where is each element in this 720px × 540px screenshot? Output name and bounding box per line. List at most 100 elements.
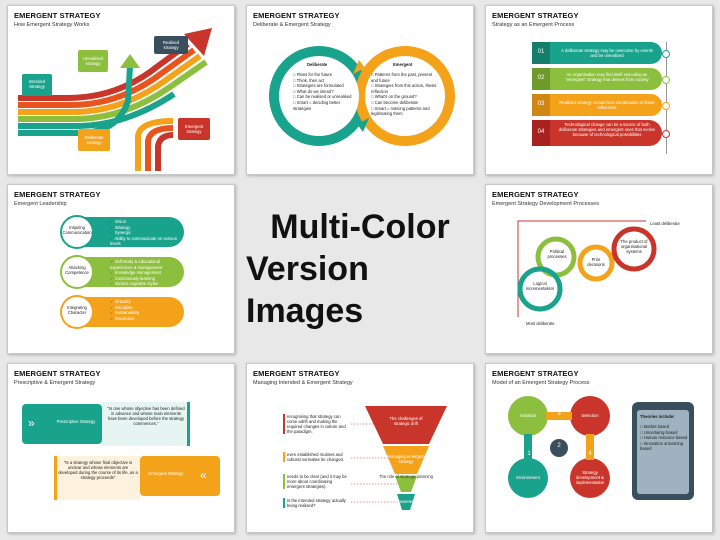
theories-title: Theories include: (640, 414, 675, 419)
list-item: Knowledge management (110, 270, 180, 276)
slide-title: EMERGENT STRATEGY (253, 11, 340, 20)
emergent-list: Patterns from the past, present and futu… (371, 72, 437, 117)
list-item: Virtuality (110, 299, 180, 305)
slide-title: EMERGENT STRATEGY (14, 190, 101, 199)
note-3: needs to be clear (and it may be more ab… (283, 474, 349, 489)
slide-managing-strategy[interactable]: EMERGENT STRATEGY Managing Intended & Em… (246, 363, 474, 533)
realised-strategy-box (154, 36, 188, 54)
political-processes-label: Political processes (547, 249, 567, 259)
slide-title: EMERGENT STRATEGY (14, 369, 101, 378)
emergent-quote-box (54, 456, 140, 500)
node-number-3: 3 (557, 411, 561, 417)
intended-strategy-box (22, 74, 52, 96)
leadership-label-3: Integrating Character (67, 305, 87, 315)
theories-panel-inner (637, 410, 689, 494)
list-item: Smart = deciding better strategies (293, 100, 355, 111)
slide-subtitle: Emergent Strategy Development Processes (492, 201, 599, 207)
list-item: Revolution (110, 316, 180, 322)
step-number-4: 04 (537, 129, 545, 135)
prescriptive-label: Prescriptive Strategy (56, 419, 96, 424)
leadership-label-2: Attacking Competence (65, 265, 89, 275)
node-label-selection: Selection (581, 413, 599, 418)
slide-how-emergent-strategy-works[interactable]: EMERGENT STRATEGY How Emergent Strategy … (7, 5, 235, 175)
slide-title: EMERGENT STRATEGY (492, 190, 579, 199)
list-item: Strategy (110, 225, 180, 231)
unrealised-strategy-label: Unrealised strategy (82, 56, 104, 66)
process-rings-diagram (517, 220, 657, 317)
timeline-dot-2 (662, 76, 670, 84)
list-item: What do we intend? (293, 89, 355, 95)
node-number-2: 2 (557, 443, 561, 449)
slide-title: EMERGENT STRATEGY (14, 11, 101, 20)
prescriptive-ribbon (22, 404, 102, 444)
step-row-1 (532, 42, 662, 64)
leadership-circle-2 (60, 255, 94, 289)
list-item: What's on the ground? (371, 94, 437, 100)
timeline-dot-4 (662, 130, 670, 138)
deliberate-strategy-label: Deliberate strategy (84, 135, 104, 145)
step-row-3 (532, 94, 662, 116)
list-item: Strategies from this action, thesis refl… (371, 83, 437, 94)
prior-decisions-label: Prior decisions (587, 257, 605, 267)
process-timeline-line (666, 42, 667, 154)
list-item: Self-study & educational experiences & m… (110, 259, 180, 270)
list-item: Discipline (110, 305, 180, 311)
process-cycle-diagram (508, 396, 610, 498)
list-item: Innovation & learning based (640, 441, 688, 452)
step-number-2: 02 (537, 75, 545, 81)
slide-emergent-model[interactable]: EMERGENT STRATEGY Model of an Emergent S… (485, 363, 713, 533)
intended-strategy-label: Intended Strategy (28, 79, 46, 89)
interlocking-circles (269, 46, 455, 146)
list-item: Sustainability (110, 310, 180, 316)
list-item: Can become deliberate (371, 100, 437, 106)
emergent-strategy-label: Emergent strategy (184, 124, 204, 134)
list-item: Patterns from the past, present and futu… (371, 72, 437, 83)
leadership-list-1: Vision Strategy Synergic Ability to comm… (110, 219, 180, 247)
slide-prescriptive-emergent[interactable]: EMERGENT STRATEGY Prescriptive & Emergen… (7, 363, 235, 533)
slide-title: EMERGENT STRATEGY (492, 11, 579, 20)
deliberate-heading: Deliberate (307, 62, 328, 67)
emergent-chevron-icon: « (200, 468, 207, 482)
step-row-4 (532, 120, 662, 146)
list-item: Think, then act (293, 78, 355, 84)
timeline-dot-1 (662, 50, 670, 58)
list-item: Continuously learning (110, 276, 180, 282)
slide-subtitle: Strategy as an Emergent Process (492, 22, 575, 28)
leadership-list-2: Self-study & educational experiences & m… (110, 259, 180, 287)
step-text-1: A deliberate strategy may be overcome by… (561, 48, 653, 58)
emergent-label: Emergent Strategy (148, 471, 184, 476)
node-label-environment: Environment (516, 475, 540, 480)
list-item: Strategies are formulated (293, 83, 355, 89)
deliberate-list: Plans for the future Think, then act Str… (293, 72, 355, 111)
step-text-3: Realized strategy comes from combination… (559, 100, 655, 110)
funnel-label-3: The role of strategic planning (378, 474, 433, 479)
slide-emergent-leadership[interactable]: EMERGENT STRATEGY Emergent Leadership In… (7, 184, 235, 354)
theories-list: Market based Uncertainty based Human res… (640, 424, 688, 452)
note-2: even established routines and cultural n… (283, 452, 349, 462)
list-item: Various cognitive styles (110, 281, 180, 287)
slide-emergent-process[interactable]: EMERGENT STRATEGY Strategy as an Emergen… (485, 5, 713, 175)
deliberate-strategy-box (78, 129, 110, 151)
slide-subtitle: How Emergent Strategy Works (14, 22, 90, 28)
funnel-label-1: The challenges of strategic drift (389, 416, 423, 426)
most-deliberate-label: Most deliberate (526, 321, 555, 326)
slide-subtitle: Emergent Leadership (14, 201, 67, 207)
list-item: Market based (640, 424, 688, 430)
slide-development-processes[interactable]: EMERGENT STRATEGY Emergent Strategy Deve… (485, 184, 713, 354)
step-number-3: 03 (537, 101, 545, 107)
list-item: Synergic (110, 230, 180, 236)
list-item: Plans for the future (293, 72, 355, 78)
slide-deliberate-emergent[interactable]: EMERGENT STRATEGY Deliberate & Emergent … (246, 5, 474, 175)
step-number-box-1 (532, 42, 550, 64)
step-text-4: Technological change can be a source of … (558, 122, 656, 137)
step-number-1: 01 (537, 49, 545, 55)
center-heading: Multi-Color Version Images (246, 184, 474, 354)
list-item: Human resource based (640, 435, 688, 441)
slide-title: EMERGENT STRATEGY (253, 369, 340, 378)
list-item: Vision (110, 219, 180, 225)
funnel-label-4: Awareness (395, 499, 417, 504)
prescriptive-quote: "Is one whose objective has been defined… (107, 406, 185, 426)
note-1: recognising that strategy can come adrif… (283, 414, 349, 434)
realised-strategy-label: Realised strategy (162, 40, 180, 50)
node-label-variation: Variation (519, 413, 537, 418)
